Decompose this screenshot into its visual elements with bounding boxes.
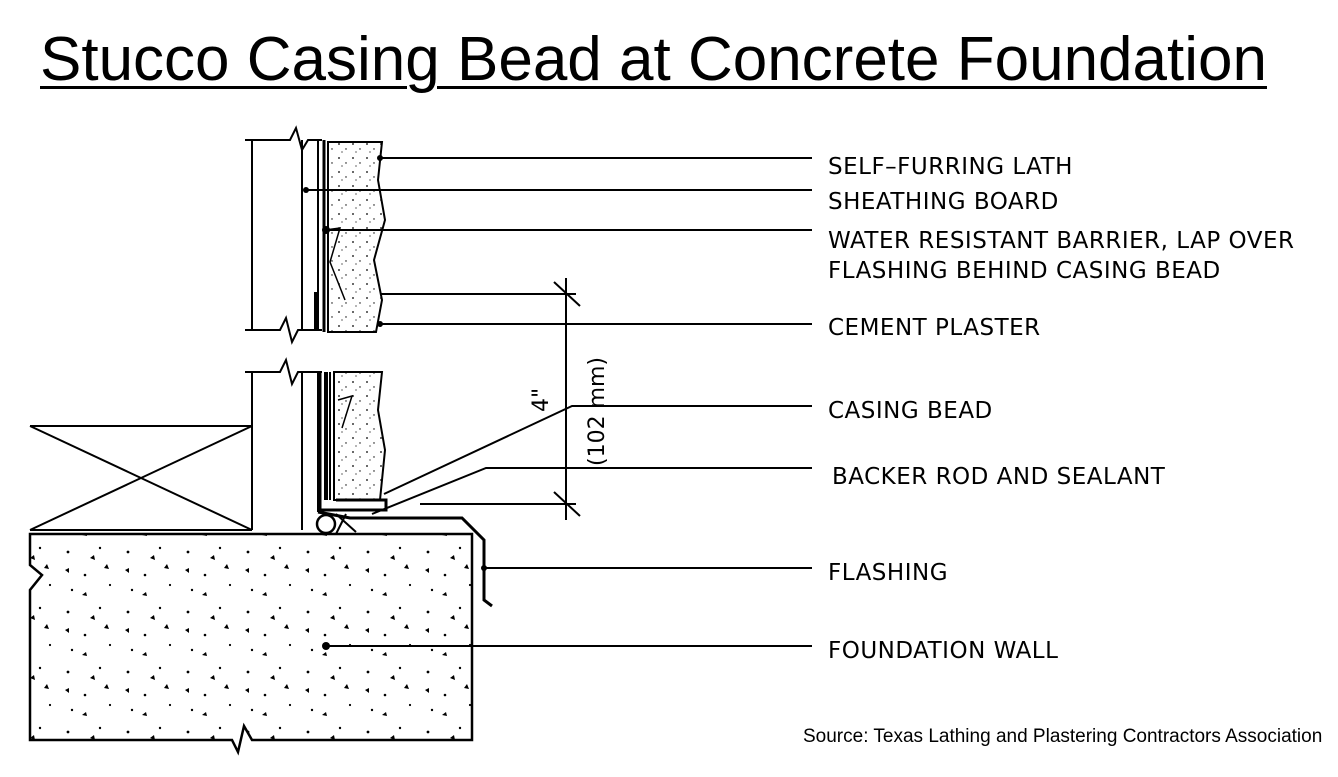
backer-rod-shape [315, 513, 337, 535]
casing-bead-shape [318, 372, 388, 512]
foundation-wall-shape [28, 532, 474, 756]
callout-casing-bead: CASING BEAD [828, 398, 993, 424]
lath-and-barrier [314, 140, 331, 500]
callout-sheathing-board: SHEATHING BOARD [828, 189, 1059, 215]
callout-water-resistant-barrier-line1: WATER RESISTANT BARRIER, LAP OVER [828, 228, 1294, 254]
callout-foundation-wall: FOUNDATION WALL [828, 638, 1058, 664]
leader-lines [306, 157, 812, 647]
dimension-metric: (102 mm) [585, 357, 610, 466]
cement-plaster-layer [324, 141, 387, 501]
wood-sill [29, 425, 253, 531]
callout-backer-rod-and-sealant: BACKER ROD AND SEALANT [832, 464, 1166, 490]
callout-cement-plaster: CEMENT PLASTER [828, 315, 1041, 341]
callout-flashing: FLASHING [828, 560, 948, 586]
callout-water-resistant-barrier-line2: FLASHING BEHIND CASING BEAD [828, 258, 1221, 284]
dimension-imperial: 4" [529, 388, 554, 412]
dimension-lines [380, 278, 581, 520]
callout-self-furring-lath: SELF–FURRING LATH [828, 154, 1073, 180]
page-title: Stucco Casing Bead at Concrete Foundatio… [40, 25, 1267, 94]
leader-dots [303, 155, 487, 650]
source-credit: Source: Texas Lathing and Plastering Con… [803, 726, 1323, 747]
wall-framing [245, 125, 322, 530]
